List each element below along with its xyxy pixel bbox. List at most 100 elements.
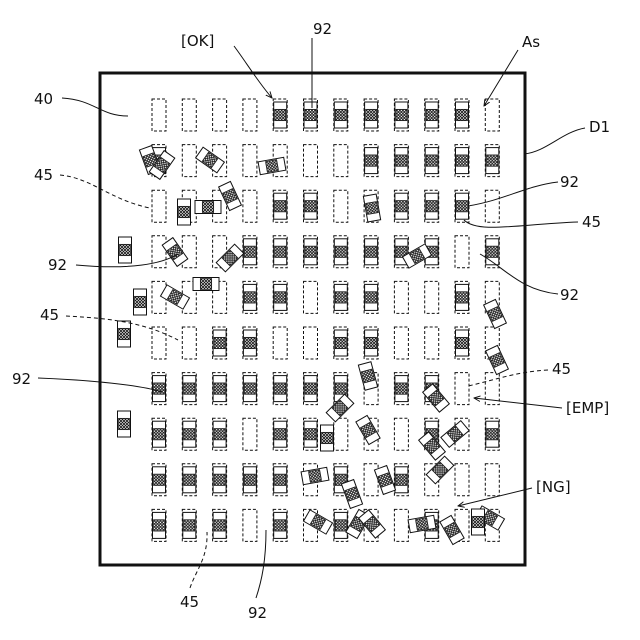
misaligned-component [358, 362, 377, 390]
pocket [485, 99, 499, 131]
pocket [213, 99, 227, 131]
pocket [334, 418, 348, 450]
misaligned-component [440, 515, 464, 544]
misaligned-component [321, 425, 334, 451]
seated-component [456, 284, 469, 310]
misaligned-component [118, 321, 131, 347]
pocket [243, 145, 257, 177]
seated-component [456, 148, 469, 174]
seated-component [425, 148, 438, 174]
seated-component [486, 239, 499, 265]
label-45-b: 45 [40, 306, 59, 324]
seated-component [153, 512, 166, 538]
seated-component [153, 467, 166, 493]
pocket [243, 509, 257, 541]
seated-component [213, 467, 226, 493]
pocket [485, 190, 499, 222]
seated-component [274, 193, 287, 219]
seated-component [153, 421, 166, 447]
seated-component [334, 330, 347, 356]
seated-component [213, 376, 226, 402]
seated-component [243, 376, 256, 402]
misaligned-component [356, 415, 380, 444]
seated-component [274, 376, 287, 402]
pocket [304, 145, 318, 177]
pocket [334, 145, 348, 177]
pocket [182, 236, 196, 268]
seated-component [334, 512, 347, 538]
label-92-l1: 92 [48, 256, 67, 274]
seated-component [153, 376, 166, 402]
seated-component [274, 284, 287, 310]
label-45-bottom: 45 [180, 593, 199, 611]
leader-emp [474, 398, 562, 408]
label-as: As [522, 33, 540, 51]
seated-component [304, 421, 317, 447]
seated-component [334, 284, 347, 310]
seated-component [213, 512, 226, 538]
seated-component [183, 421, 196, 447]
seated-component [243, 330, 256, 356]
misaligned-component [341, 480, 362, 509]
pocket [425, 327, 439, 359]
pocket [182, 327, 196, 359]
seated-component [213, 421, 226, 447]
misaligned-component [195, 201, 221, 214]
misaligned-component [134, 289, 147, 315]
pocket [455, 373, 469, 405]
seated-component [365, 284, 378, 310]
label-ok: [OK] [181, 32, 214, 50]
pocket [394, 327, 408, 359]
seated-component [425, 193, 438, 219]
pocket [273, 327, 287, 359]
label-92-r1: 92 [560, 173, 579, 191]
seated-component [395, 376, 408, 402]
seated-component [334, 239, 347, 265]
misaligned-component [301, 467, 329, 484]
seated-component [243, 284, 256, 310]
pocket [334, 190, 348, 222]
misaligned-component [258, 157, 286, 174]
seated-component [334, 102, 347, 128]
pocket [152, 99, 166, 131]
pocket [455, 464, 469, 496]
pocket [182, 145, 196, 177]
misaligned-component [178, 199, 191, 225]
seated-component [183, 376, 196, 402]
seated-component [274, 239, 287, 265]
seated-component [486, 148, 499, 174]
seated-component [304, 102, 317, 128]
leader-as [484, 50, 518, 106]
label-45-r1: 45 [582, 213, 601, 231]
pocket [182, 99, 196, 131]
seated-component [486, 421, 499, 447]
label-emp: [EMP] [566, 399, 609, 417]
misaligned-component [193, 278, 219, 291]
seated-component [365, 330, 378, 356]
misaligned-component [486, 345, 509, 374]
leader-40 [62, 98, 128, 116]
misaligned-component [196, 147, 225, 173]
leader-45-a [60, 175, 150, 208]
pocket [243, 190, 257, 222]
seated-component [365, 148, 378, 174]
seated-component [395, 467, 408, 493]
seated-component [395, 148, 408, 174]
misaligned-component [119, 237, 132, 263]
misaligned-component [118, 411, 131, 437]
seated-component [274, 421, 287, 447]
label-45-r2: 45 [552, 360, 571, 378]
pocket [243, 418, 257, 450]
pocket [394, 418, 408, 450]
seated-component [365, 102, 378, 128]
leader-d1 [524, 128, 585, 154]
leader-92-r1 [468, 182, 558, 206]
pocket [394, 509, 408, 541]
misaligned-component [219, 181, 242, 210]
label-40: 40 [34, 90, 53, 108]
label-92-l2: 92 [12, 370, 31, 388]
seated-component [243, 467, 256, 493]
seated-component [365, 239, 378, 265]
seated-component [183, 467, 196, 493]
